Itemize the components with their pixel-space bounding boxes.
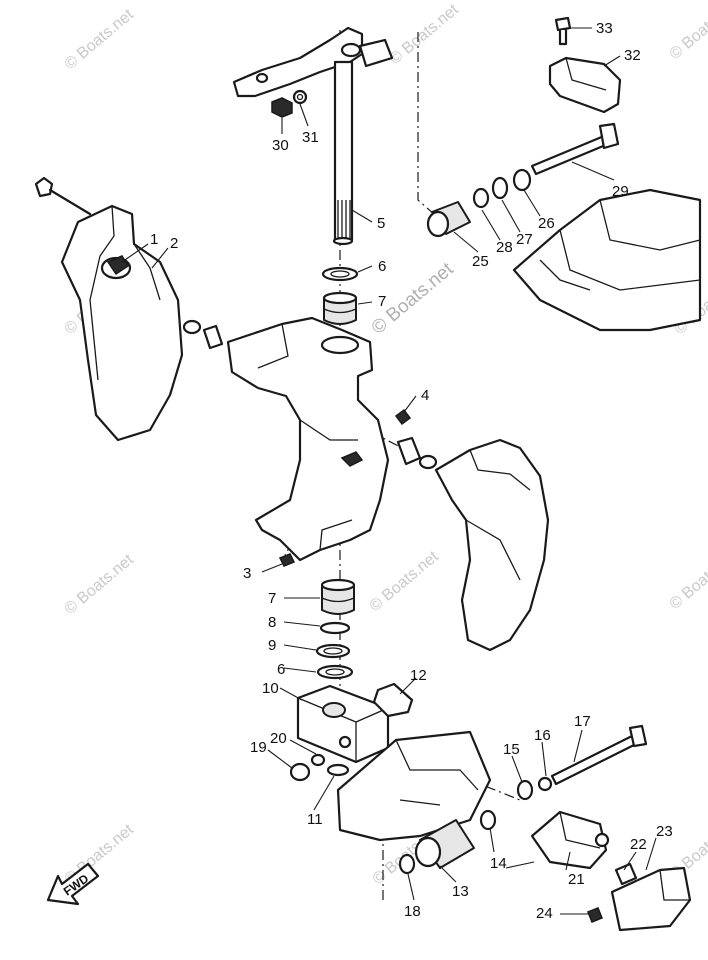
steering-arm [232, 26, 394, 98]
callout-3: 3 [243, 565, 251, 582]
callout-27: 27 [516, 231, 533, 248]
callout-25: 25 [472, 253, 489, 270]
callout-31: 31 [302, 129, 319, 146]
callout-30: 30 [272, 137, 289, 154]
watermark: © Boats.net [62, 6, 138, 73]
callout-2: 2 [170, 235, 178, 252]
steering-shaft [332, 60, 354, 246]
callout-5: 5 [377, 215, 385, 232]
watermark: © Boats.net [367, 548, 443, 615]
callout-6-upper: 6 [378, 258, 386, 275]
callout-6-lower: 6 [277, 661, 285, 678]
callout-21: 21 [568, 871, 585, 888]
callout-32: 32 [624, 47, 641, 64]
rear-mount-bracket [530, 724, 648, 886]
callout-14: 14 [490, 855, 507, 872]
callout-20: 20 [270, 730, 287, 747]
callout-10: 10 [262, 680, 279, 697]
callout-23: 23 [656, 823, 673, 840]
callout-17: 17 [574, 713, 591, 730]
callout-16: 16 [534, 727, 551, 744]
callout-numbers: 1 2 3 4 5 6 6 7 7 8 9 10 11 12 13 14 15 … [150, 20, 673, 922]
callout-1: 1 [150, 231, 158, 248]
callout-28: 28 [496, 239, 513, 256]
lower-shaft-parts [315, 578, 356, 680]
watermark: © Boats.net [62, 551, 138, 618]
callout-7-lower: 7 [268, 590, 276, 607]
lower-casing [336, 730, 492, 842]
callout-19: 19 [250, 739, 267, 756]
left-clamp-bracket [34, 176, 184, 442]
callout-8: 8 [268, 614, 276, 631]
steering-arm-nut [271, 89, 308, 118]
upper-right-mount-parts [426, 16, 622, 238]
watermark: © Boats.net [387, 1, 463, 68]
callout-9: 9 [268, 637, 276, 654]
swivel-bracket [226, 316, 390, 562]
callout-7-upper: 7 [378, 293, 386, 310]
callout-24: 24 [536, 905, 553, 922]
right-clamp-bracket [434, 438, 550, 652]
callout-12: 12 [410, 667, 427, 684]
callout-33: 33 [596, 20, 613, 37]
callout-26: 26 [538, 215, 555, 232]
rear-cover [587, 866, 692, 932]
watermark: © Boats.net [667, 0, 708, 63]
callout-4: 4 [421, 387, 429, 404]
lower-casing-mount [512, 188, 702, 332]
watermark: © Boats.net [667, 546, 708, 613]
callout-15: 15 [503, 741, 520, 758]
callout-22: 22 [630, 836, 647, 853]
callout-18: 18 [404, 903, 421, 920]
callout-29: 29 [612, 183, 629, 200]
rear-mount [398, 779, 534, 875]
callout-13: 13 [452, 883, 469, 900]
upper-shaft-parts [321, 266, 359, 325]
leader-lines [121, 27, 657, 915]
callout-11: 11 [307, 811, 323, 828]
tilt-pivot-parts [182, 319, 438, 567]
